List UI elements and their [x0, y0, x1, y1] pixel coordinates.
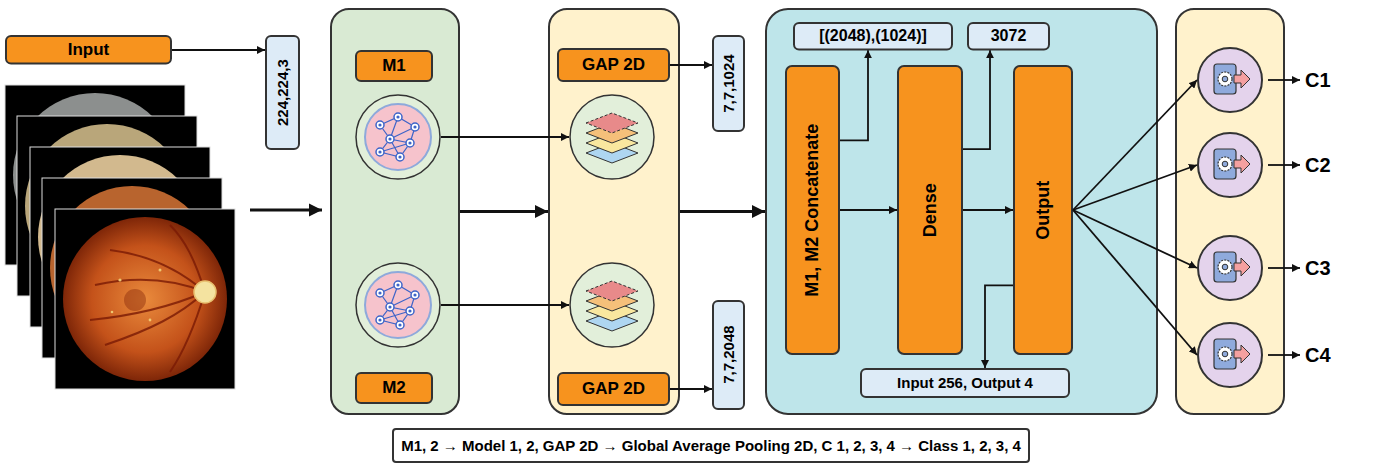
circle-outline: [1198, 323, 1262, 387]
box-label: M2: [382, 378, 406, 398]
connector: [670, 64, 712, 66]
layer-box: Dense: [897, 65, 963, 355]
box-label: Input: [68, 40, 110, 60]
class-node: C2: [1197, 132, 1345, 198]
box-outline: [898, 66, 962, 354]
input-arrow: [250, 209, 322, 212]
class-label: C4: [1305, 344, 1331, 367]
box-label: M1, M2 Concatenate: [802, 123, 823, 296]
box-outline: [558, 49, 669, 81]
box-label: M1: [382, 56, 406, 76]
circle-outline: [1198, 133, 1262, 197]
box-outline: [765, 8, 1158, 415]
box-outline: [968, 23, 1049, 49]
class-panel: C1C2C3C4: [1175, 8, 1285, 415]
box-outline: [549, 9, 679, 414]
circle-outline: [1198, 236, 1262, 300]
box-outline: [794, 23, 952, 49]
connector: [680, 210, 765, 213]
box-outline: [1176, 9, 1284, 414]
box-outline: [766, 9, 1157, 414]
box-outline: [393, 429, 1029, 462]
box-outline: [356, 373, 432, 403]
input-box: Input: [5, 35, 172, 65]
layer-box: Output: [1013, 65, 1073, 355]
shape-tag: Input 256, Output 4: [860, 368, 1070, 398]
feature-arrow: [441, 136, 569, 138]
shape-tag: 7,7,2048: [712, 300, 745, 410]
box-outline: [356, 51, 432, 81]
box-label: [(2048),(1024)]: [819, 27, 927, 45]
model-box: M1: [355, 50, 433, 82]
fusion-panel: [(2048),(1024)] 3072M1, M2 Concatenate Den…: [765, 8, 1158, 415]
key-box: M1, 2 → Model 1, 2, GAP 2D → Global Aver…: [392, 428, 1030, 463]
class-label: C2: [1305, 154, 1331, 177]
pooling-box: GAP 2D: [557, 48, 670, 82]
shape-tag: 3072: [967, 22, 1050, 50]
box-outline: [861, 369, 1069, 397]
shape-tag: [(2048),(1024)]: [793, 22, 953, 50]
connector: [172, 49, 265, 51]
pooling-box: GAP 2D: [557, 372, 670, 406]
feature-arrow: [441, 304, 569, 306]
box-outline: [6, 36, 171, 64]
box-outline: [713, 301, 744, 409]
box-outline: [558, 373, 669, 405]
box-label: Dense: [920, 183, 941, 237]
box-label: 224,224,3: [274, 59, 291, 126]
box-outline: [1175, 8, 1285, 415]
connector: [460, 210, 548, 213]
box-label: M1, 2 → Model 1, 2, GAP 2D → Global Aver…: [401, 437, 1021, 454]
class-node: C1: [1197, 47, 1345, 113]
fundus-stack: [5, 85, 235, 389]
connector: [670, 388, 712, 390]
box-label: 3072: [991, 27, 1027, 45]
class-label: C1: [1305, 69, 1331, 92]
box-label: 7,7,2048: [720, 326, 737, 384]
box-label: GAP 2D: [582, 379, 645, 399]
connector: [840, 209, 897, 211]
box-outline: [786, 66, 839, 354]
class-node: C4: [1197, 322, 1345, 388]
box-outline: [1014, 66, 1072, 354]
box-label: Output: [1033, 181, 1054, 240]
box-outline: [713, 36, 744, 131]
layer-box: M1, M2 Concatenate: [785, 65, 840, 355]
model-panel: M1M2: [330, 8, 460, 415]
pooling-panel: GAP 2D GAP 2D: [548, 8, 680, 415]
box-outline: [331, 9, 459, 414]
box-label: 7,7,1024: [720, 54, 737, 112]
shape-tag: 224,224,3: [265, 35, 300, 150]
shape-tag: 7,7,1024: [712, 35, 745, 132]
box-label: GAP 2D: [582, 55, 645, 75]
model-box: M2: [355, 372, 433, 404]
connector: [963, 209, 1013, 211]
box-label: Input 256, Output 4: [897, 374, 1033, 391]
class-node: C3: [1197, 235, 1345, 301]
box-outline: [266, 36, 299, 149]
circle-outline: [1198, 48, 1262, 112]
class-label: C3: [1305, 257, 1331, 280]
